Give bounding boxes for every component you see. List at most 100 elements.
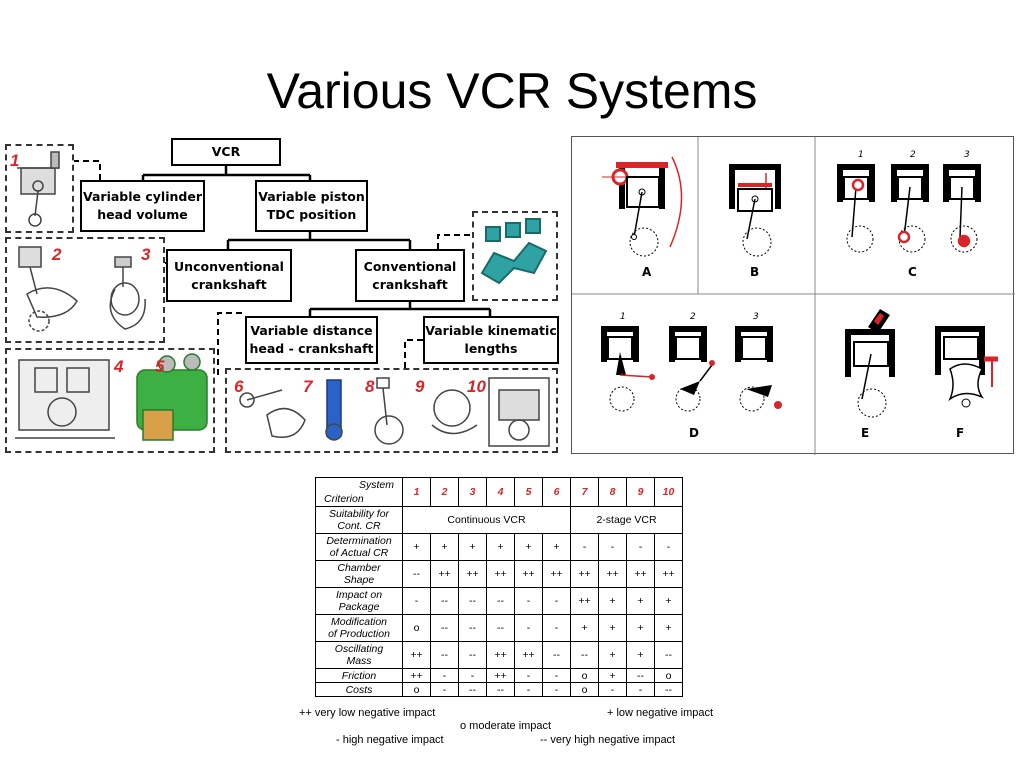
table-cell: -- [486,614,515,642]
picture-box-systems-2-3 [5,237,165,343]
table-cell: - [402,587,431,615]
table-cell: ++ [486,668,515,683]
table-cell: -- [542,641,571,669]
table-cell: - [514,614,543,642]
table-cell: -- [430,614,459,642]
table-cell: + [542,533,571,561]
row-label-line: Impact on [335,589,383,601]
mechanism-c-sub-3: 3 [964,150,970,160]
table-cell: ++ [402,641,431,669]
table-cell: ++ [570,560,599,588]
mechanism-f-drawing [935,326,998,408]
table-cell: - [430,668,459,683]
table-cell: - [626,533,655,561]
system-number-1: 1 [10,151,20,170]
table-cell: o [570,682,599,697]
mechanism-e-drawing [845,309,895,418]
table-cell: - [542,668,571,683]
table-cell: -- [570,641,599,669]
table-cell: o [570,668,599,683]
table-cell: -- [486,587,515,615]
table-cell: + [598,587,627,615]
table-cell: -- [458,682,487,697]
picture-box-conventional-crankshaft [472,211,558,301]
table-cell: - [626,682,655,697]
row-label-line: Oscillating [334,643,384,655]
table-cell: - [570,533,599,561]
table-cell: ++ [430,560,459,588]
table-cell: + [570,614,599,642]
row-label: Friction [315,668,403,683]
table-cell: - [598,533,627,561]
crankshaft-icon [480,218,548,285]
tree-node-variable-cylinder-head: Variable cylinder head volume [80,180,205,232]
table-cell: ++ [458,560,487,588]
table-cell: + [458,533,487,561]
page-title: Various VCR Systems [266,63,758,119]
table-cell: o [402,614,431,642]
table-header-system-2: 2 [430,477,459,507]
table-cell: ++ [514,641,543,669]
table-cell: ++ [402,668,431,683]
table-cell: -- [430,641,459,669]
system-number-3: 3 [141,245,151,264]
table-cell: ++ [514,560,543,588]
mechanism-label-e: E [861,426,870,440]
kinematic-mechanisms-icon [239,377,550,447]
picture-box-systems-4-5 [5,348,215,453]
legend-high: - high negative impact [336,734,444,746]
mechanism-label-d: D [689,426,699,440]
table-cell: - [458,668,487,683]
legend-low: + low negative impact [607,707,714,719]
table-cell: ++ [654,560,683,588]
row-label-line: of Actual CR [329,547,389,559]
system-number-7: 7 [303,377,313,396]
mechanism-drawings [572,137,1015,455]
system-number-4: 4 [114,357,124,376]
table-header-system-8: 8 [598,477,627,507]
table-cell: + [626,587,655,615]
legend-moderate: o moderate impact [460,720,552,732]
mechanism-d-sub-1: 1 [620,312,626,322]
mechanism-b-drawing [729,164,781,257]
table-cell: ++ [542,560,571,588]
table-cell: -- [654,682,683,697]
table-cell: -- [402,560,431,588]
table-cell: -- [654,641,683,669]
table-cell: + [514,533,543,561]
table-cell: -- [430,587,459,615]
mechanism-label-b: B [750,265,760,279]
row-label-line: Package [338,601,380,613]
table-header-system-10: 10 [654,477,683,507]
table-cell: - [542,682,571,697]
tree-node-variable-kinematic: Variable kinematic lengths [423,316,559,364]
system-number-10: 10 [467,377,486,396]
tree-node-variable-piston-tdc: Variable piston TDC position [255,180,368,232]
table-cell: - [654,533,683,561]
table-cell: - [430,682,459,697]
table-cell: ++ [570,587,599,615]
table-cell: - [514,668,543,683]
corner-system-label: System [358,479,394,491]
table-cell: ++ [486,560,515,588]
table-cell: o [402,682,431,697]
vcr-comparison-table: System Criterion 1 2 3 4 5 6 7 8 9 10 Su… [315,477,683,697]
table-cell: + [626,641,655,669]
row-label-line: Suitability for [328,508,390,520]
table-cell: + [486,533,515,561]
table-header-system-1: 1 [402,477,431,507]
table-cell: + [654,587,683,615]
system-number-9: 9 [415,377,425,396]
legend-very-low: ++ very low negative impact [299,707,436,719]
table-cell: + [598,641,627,669]
table-cell: -- [626,668,655,683]
picture-box-system-1 [5,144,74,233]
